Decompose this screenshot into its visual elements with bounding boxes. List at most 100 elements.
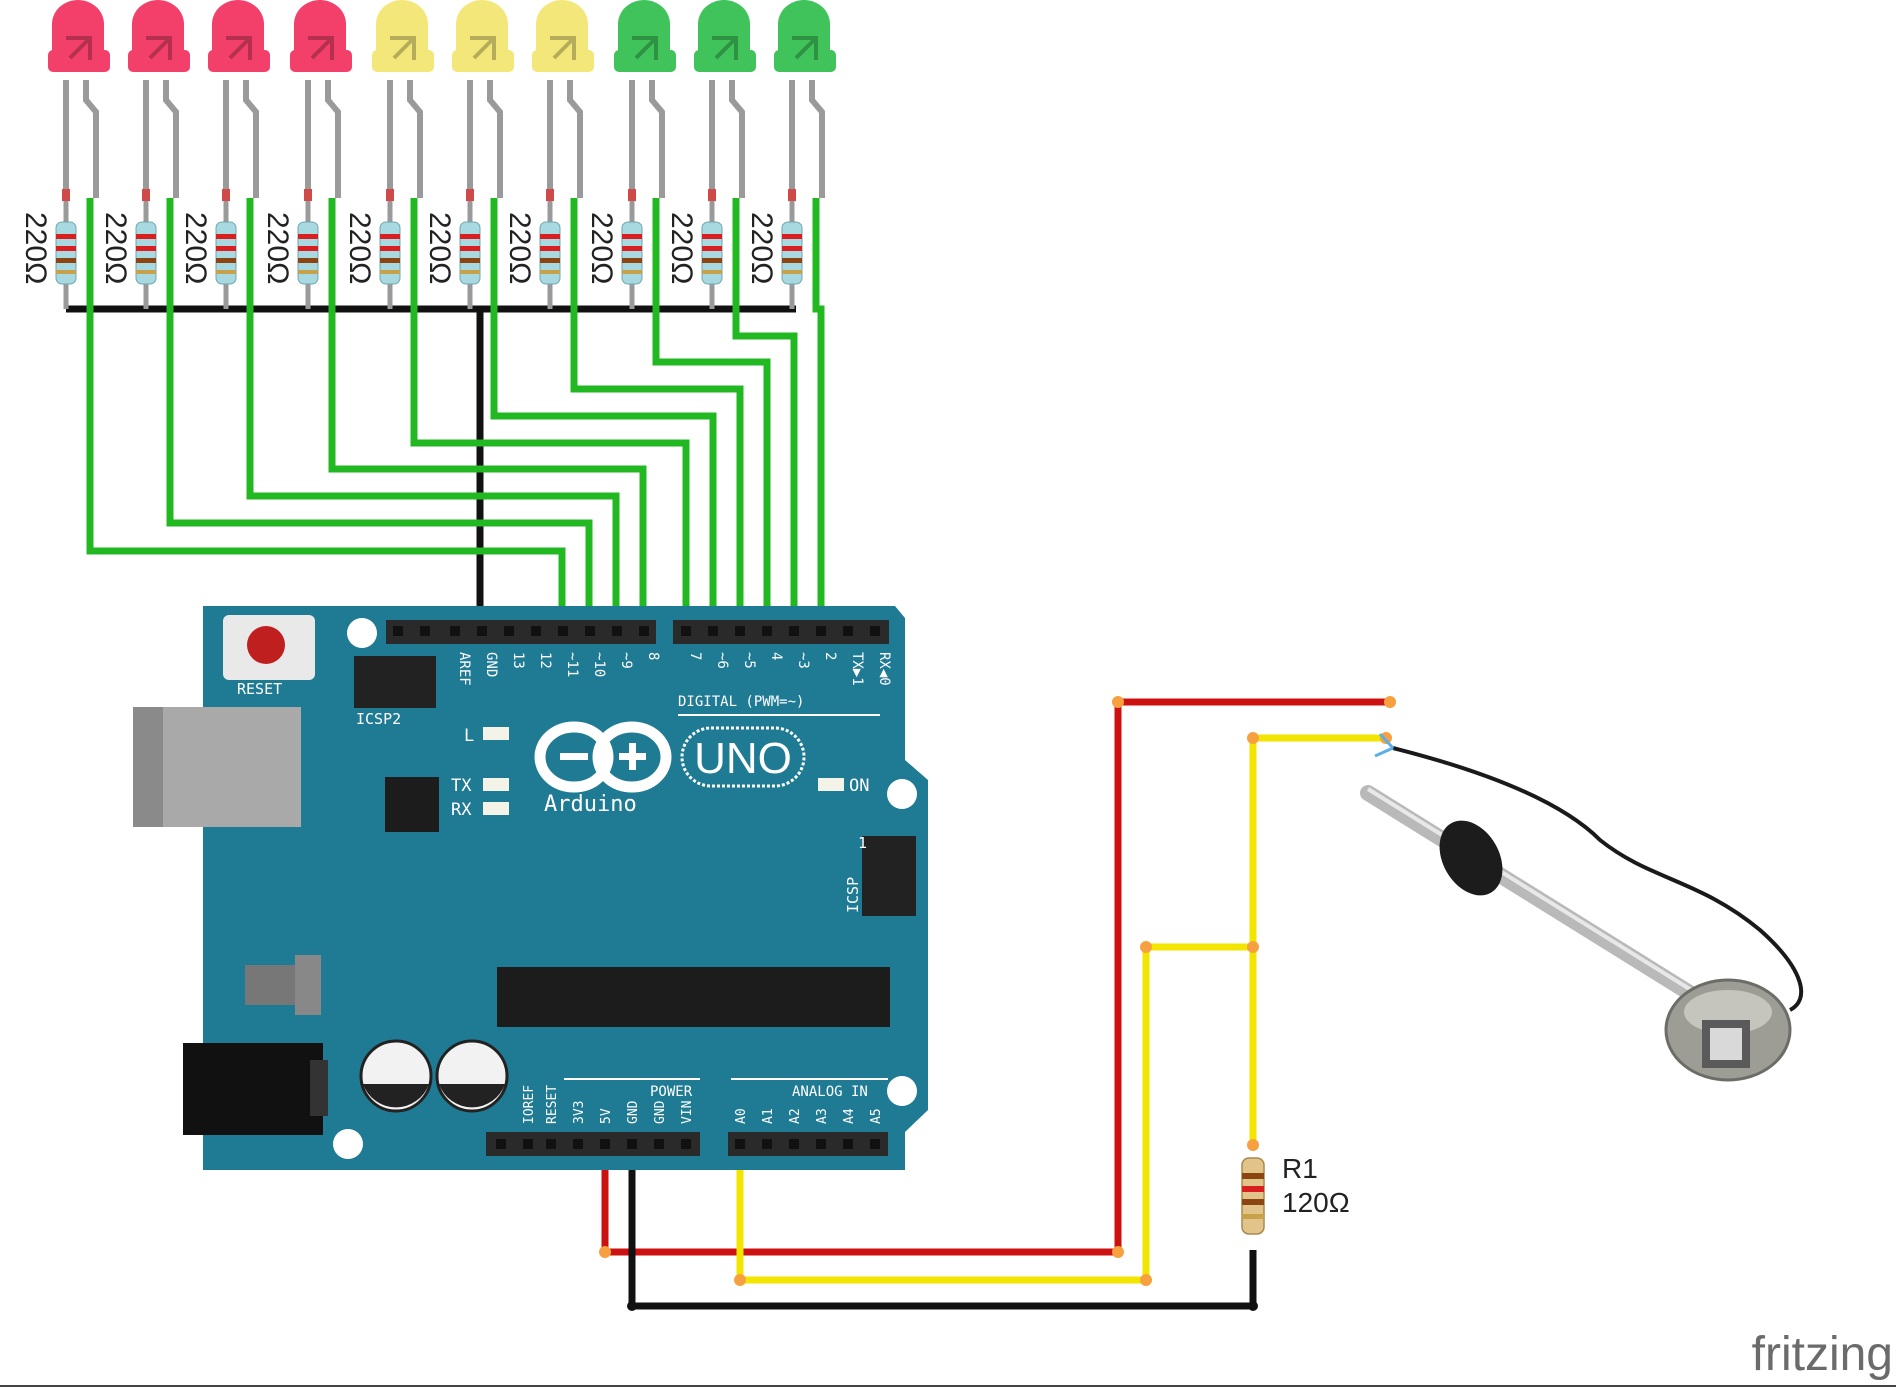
wire-junction [627, 1301, 637, 1311]
led-signal-wire [652, 198, 771, 631]
arduino-logo [534, 721, 672, 793]
led-anvil [712, 36, 738, 60]
wire-junction [1247, 732, 1259, 744]
resistor-band [702, 270, 722, 274]
led-green: 220Ω [585, 0, 676, 309]
led-anvil [550, 36, 576, 60]
led-rim [774, 50, 836, 72]
led-yellow: 220Ω [503, 0, 594, 309]
header-pin [681, 1139, 691, 1149]
header-pin [496, 1139, 506, 1149]
digital-pin-label: 4 [768, 652, 784, 660]
led-yellow: 220Ω [343, 0, 434, 309]
led-green: 220Ω [745, 0, 836, 309]
analog-pin-label: A4 [842, 1108, 857, 1124]
resistor-band [216, 258, 236, 263]
header-pin [789, 1139, 799, 1149]
resistor-body [379, 221, 401, 285]
digital-pin-label: 2 [822, 652, 838, 660]
led-tx-label: TX [451, 776, 472, 796]
icsp2-header [354, 656, 436, 708]
led-red: 220Ω [99, 0, 190, 309]
icsp-label: ICSP [844, 877, 862, 913]
led-red: 220Ω [261, 0, 352, 309]
power-pin-label: GND [653, 1100, 668, 1124]
led-body [698, 0, 750, 52]
resistor-r1: R1 120Ω [1241, 1153, 1350, 1235]
digital-pin-label: AREF [456, 652, 472, 686]
led-on-label: ON [849, 776, 869, 796]
resistor-band [782, 246, 802, 251]
header-pin [450, 626, 460, 636]
analog-pin-label: A3 [815, 1108, 830, 1124]
usb-chip [385, 777, 439, 832]
header-pin [735, 1139, 745, 1149]
header-pin [789, 626, 799, 636]
power-pin-label: 3V3 [572, 1101, 587, 1124]
fuel-level-sensor [1360, 732, 1804, 1082]
resistor-band [782, 258, 802, 263]
header-pin [843, 626, 853, 636]
led-anvil [632, 36, 658, 60]
mounting-hole [347, 618, 377, 648]
analog-pin-label: A1 [761, 1108, 776, 1124]
header-pin [681, 626, 691, 636]
digital-pin-label: ~6 [714, 652, 730, 669]
header-pin [573, 1139, 583, 1149]
led-rim [614, 50, 676, 72]
r1-value: 120Ω [1282, 1187, 1350, 1218]
lead-cap [788, 189, 796, 201]
header-pin [762, 626, 772, 636]
resistor-band [298, 270, 318, 274]
led-red: 220Ω [19, 0, 110, 309]
arduino-uno-board: RESET ICSP2 L TX RX ON UNO Arduino [133, 606, 928, 1170]
led-body [294, 0, 346, 52]
led-body [376, 0, 428, 52]
led-rim [452, 50, 514, 72]
resistor-band [702, 258, 722, 263]
wire-junction [1384, 696, 1396, 708]
header-pin [735, 626, 745, 636]
wire-junction [1140, 1274, 1152, 1286]
led-anvil [146, 36, 172, 60]
digital-pin-label: 7 [687, 652, 703, 660]
wire-junction [734, 1274, 746, 1286]
led-anvil [226, 36, 252, 60]
led-leg [487, 80, 503, 198]
resistor-body [297, 221, 319, 285]
resistor-band [622, 234, 642, 239]
resistor-band [380, 270, 400, 274]
mounting-hole [887, 1076, 917, 1106]
resistor-band [622, 258, 642, 263]
led-signal-wire [328, 198, 647, 631]
led-anvil [66, 36, 92, 60]
led-rim [372, 50, 434, 72]
reset-button-cap[interactable] [247, 626, 285, 664]
led-yellow: 220Ω [423, 0, 514, 309]
analog-pin-label: A5 [869, 1108, 884, 1124]
digital-pin-label: ~5 [741, 652, 757, 669]
resistor-band [540, 258, 560, 263]
resistor-label: 220Ω [665, 212, 698, 284]
resistor-label: 220Ω [343, 212, 376, 284]
wire-junction [1112, 696, 1124, 708]
sensor-rod [1360, 785, 1733, 1023]
power-pin-label: 5V [599, 1108, 614, 1124]
header-pin [531, 626, 541, 636]
led-body [456, 0, 508, 52]
power-pin-label: RESET [545, 1085, 560, 1124]
power-pin-label: GND [626, 1100, 641, 1124]
led-tx [483, 778, 509, 791]
header-pin [762, 1139, 772, 1149]
resistor-band [380, 246, 400, 251]
resistor-body [135, 221, 157, 285]
resistor-band [136, 270, 156, 274]
digital-header-high [386, 620, 656, 644]
led-rim [128, 50, 190, 72]
led-rim [208, 50, 270, 72]
wires [66, 198, 1396, 1311]
led-rim [694, 50, 756, 72]
header-pin [600, 1139, 610, 1149]
led-rim [48, 50, 110, 72]
